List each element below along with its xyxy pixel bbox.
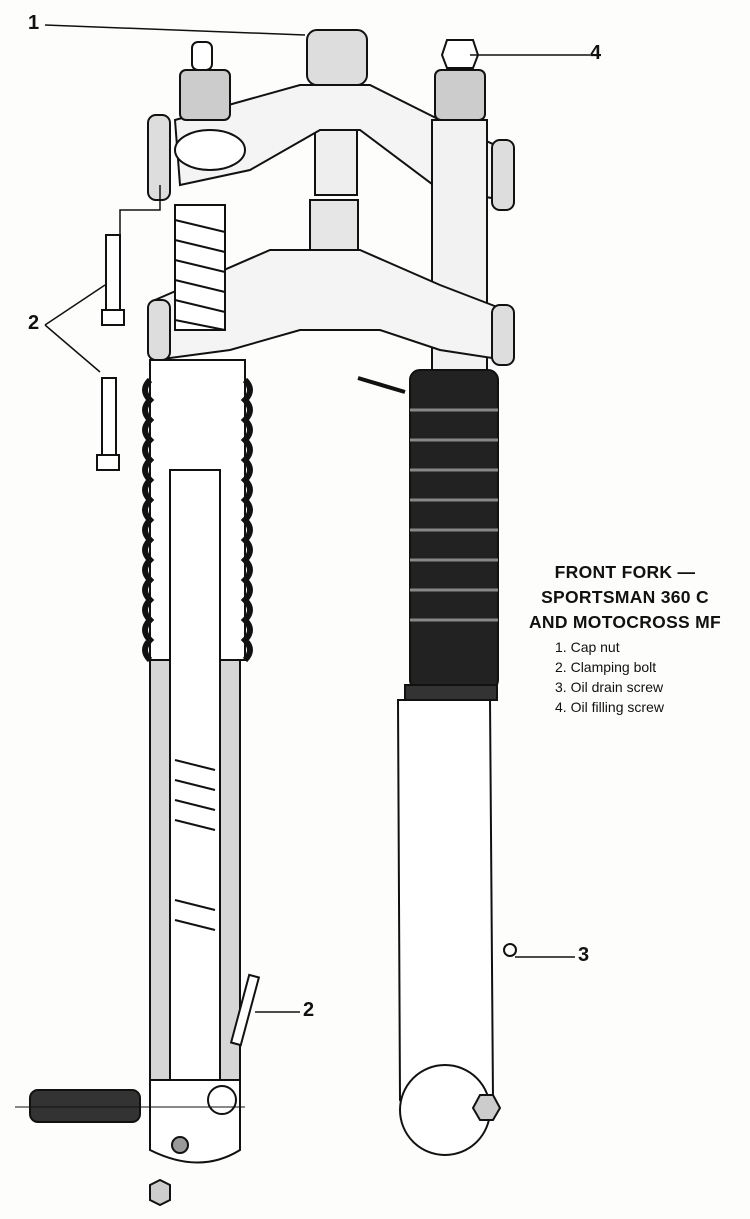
legend-item: 1. Cap nut — [555, 637, 664, 657]
title-line-2: SPORTSMAN 360 C — [541, 587, 709, 607]
legend-number: 3. — [555, 679, 567, 695]
legend-item: 3. Oil drain screw — [555, 677, 664, 697]
lower-triple-clamp — [154, 249, 506, 362]
callout-3: 3 — [578, 944, 590, 966]
leader-lines — [44, 24, 590, 1013]
legend-number: 2. — [555, 659, 567, 675]
clamping-bolts — [96, 234, 406, 1047]
legend-item: 2. Clamping bolt — [555, 657, 664, 677]
parts-legend: 1. Cap nut 2. Clamping bolt 3. Oil drain… — [555, 637, 664, 717]
callout-1: 1 — [28, 12, 40, 34]
callout-4: 4 — [590, 42, 602, 64]
legend-number: 1. — [555, 639, 567, 655]
axle — [29, 1089, 141, 1123]
left-fork-leg — [142, 359, 253, 1207]
left-spring — [174, 204, 226, 331]
legend-label: Oil filling screw — [570, 699, 664, 715]
callout-2-lower: 2 — [303, 999, 315, 1021]
legend-number: 4. — [555, 699, 567, 715]
figure-title: FRONT FORK — SPORTSMAN 360 C AND MOTOCRO… — [505, 560, 745, 635]
legend-item: 4. Oil filling screw — [555, 697, 664, 717]
title-line-1: FRONT FORK — — [554, 562, 696, 582]
right-fork-leg — [396, 369, 517, 1156]
legend-label: Oil drain screw — [570, 679, 664, 695]
callout-2-upper: 2 — [28, 312, 40, 334]
legend-label: Clamping bolt — [570, 659, 657, 675]
title-line-3: AND MOTOCROSS MF — [528, 612, 722, 632]
legend-label: Cap nut — [570, 639, 620, 655]
